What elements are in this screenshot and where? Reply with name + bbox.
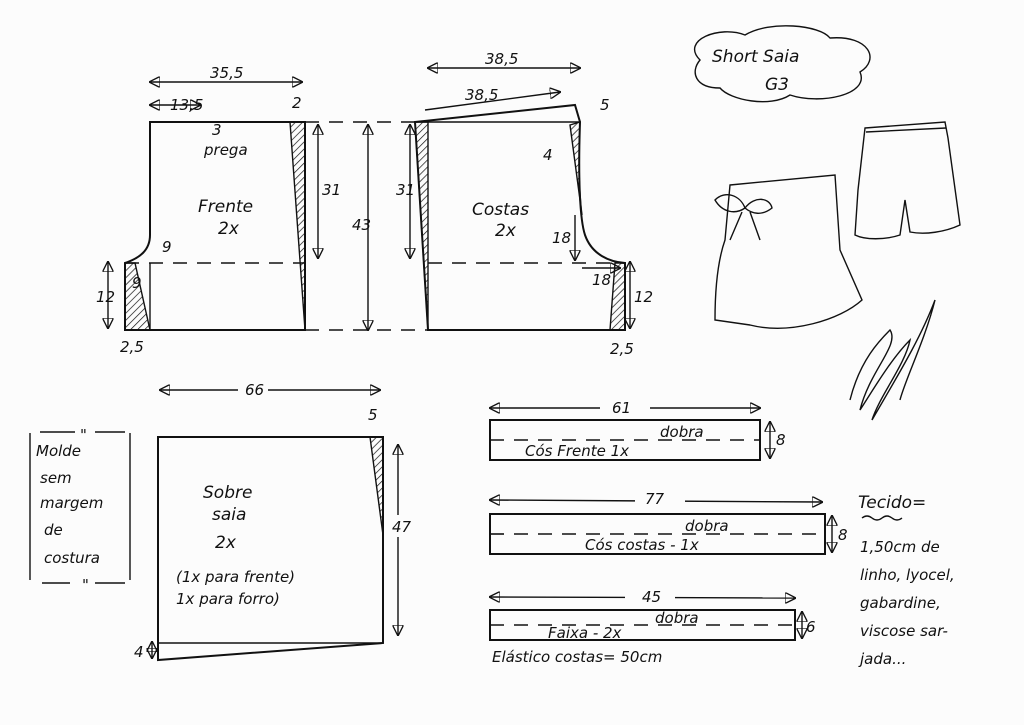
front-hem-dart-label: 2,5: [120, 338, 144, 356]
back-hem-dart-label: 2,5: [610, 340, 634, 358]
elastic-note: Elástico costas= 50cm: [492, 648, 662, 666]
note-line: margem: [40, 494, 103, 512]
overskirt-note-1: (1x para frente): [176, 568, 295, 586]
fabric-heading: Tecido=: [858, 493, 926, 513]
front-pleat-label: 3: [212, 121, 222, 139]
title-cloud: Short Saia G3: [693, 25, 871, 103]
back-inseam-label: 12: [634, 288, 653, 306]
back-side-length-label: 31: [396, 181, 415, 199]
front-name: Frente: [198, 197, 253, 217]
back-piece: 38,5 38,5 5 4 Costas 2x 31 18 18 12 2,5: [396, 50, 653, 358]
front-crotch-ext-label: 9: [132, 274, 142, 292]
back-rise-top-label: 5: [600, 96, 610, 114]
overskirt-piece: 66 5 47 4 Sobre saia 2x (1x para frente)…: [134, 378, 412, 662]
waistband-label: Cós Frente 1x: [525, 442, 629, 460]
fold-label: dobra: [685, 517, 729, 535]
fold-label: dobra: [655, 609, 699, 627]
overskirt-name-1: Sobre: [203, 483, 252, 503]
overskirt-note-2: 1x para forro): [176, 590, 280, 608]
note-line: sem: [40, 469, 72, 487]
fabric-line: linho, lyocel,: [860, 566, 955, 584]
tie-band: 45 6 Faixa - 2x dobra: [490, 585, 816, 642]
fabric-line: 1,50cm de: [860, 538, 940, 556]
garment-sketch: [714, 121, 961, 421]
waistband-label: Faixa - 2x: [548, 624, 622, 642]
fabric-note: Tecido= 1,50cm de linho, lyocel, gabardi…: [858, 493, 955, 668]
title-line2: G3: [765, 75, 789, 95]
signature: [849, 299, 936, 421]
overskirt-qty: 2x: [215, 533, 237, 553]
back-name: Costas: [472, 200, 529, 220]
back-crotch-depth-label: 18: [552, 229, 571, 247]
ditto-mark: ": [80, 426, 87, 444]
note-line: costura: [44, 549, 100, 567]
fabric-line: jada...: [858, 650, 906, 668]
overskirt-width-label: 66: [245, 381, 264, 399]
front-pleat-text: prega: [203, 141, 248, 159]
title-line1: Short Saia: [712, 47, 799, 67]
front-width-label: 35,5: [210, 64, 243, 82]
waistband-length: 77: [645, 490, 665, 508]
waistband-label: Cós costas - 1x: [585, 536, 699, 554]
front-side-length-label: 31: [322, 181, 341, 199]
front-qty: 2x: [218, 219, 240, 239]
front-crotch-depth-label: 9: [162, 238, 172, 256]
back-waist-label: 38,5: [465, 86, 498, 104]
note-line: de: [44, 521, 63, 539]
front-piece: 35,5 13,5 2 3 prega Frente 2x 31 9 9 12 …: [96, 64, 341, 356]
no-seam-allowance-note: Molde sem margem de costura " ": [29, 426, 131, 594]
waistband-length: 61: [612, 399, 631, 417]
overskirt-length-label: 47: [392, 518, 412, 536]
back-width-label: 38,5: [485, 50, 518, 68]
total-length-label: 43: [352, 216, 371, 234]
fabric-line: gabardine,: [860, 594, 941, 612]
fabric-line: viscose sar-: [860, 622, 948, 640]
waistband-length: 45: [642, 588, 661, 606]
fold-label: dobra: [660, 423, 704, 441]
back-qty: 2x: [495, 221, 517, 241]
ditto-mark: ": [82, 576, 89, 594]
waistband-height: 6: [806, 618, 816, 636]
back-rise-side-label: 4: [543, 146, 553, 164]
overskirt-hem-drop-label: 4: [134, 643, 144, 661]
back-crotch-ext-label: 18: [592, 271, 611, 289]
overskirt-name-2: saia: [212, 505, 246, 525]
front-side-dart-label: 2: [292, 94, 302, 112]
waistband-back: 77 8 Cós costas - 1x dobra: [490, 488, 848, 555]
waistband-front: 61 8 Cós Frente 1x dobra: [490, 398, 786, 461]
front-pleat-pos-label: 13,5: [170, 96, 203, 114]
front-inseam-label: 12: [96, 288, 115, 306]
waistband-height: 8: [776, 431, 786, 449]
note-line: Molde: [36, 442, 81, 460]
waistband-height: 8: [838, 526, 848, 544]
overskirt-dart-label: 5: [368, 406, 378, 424]
